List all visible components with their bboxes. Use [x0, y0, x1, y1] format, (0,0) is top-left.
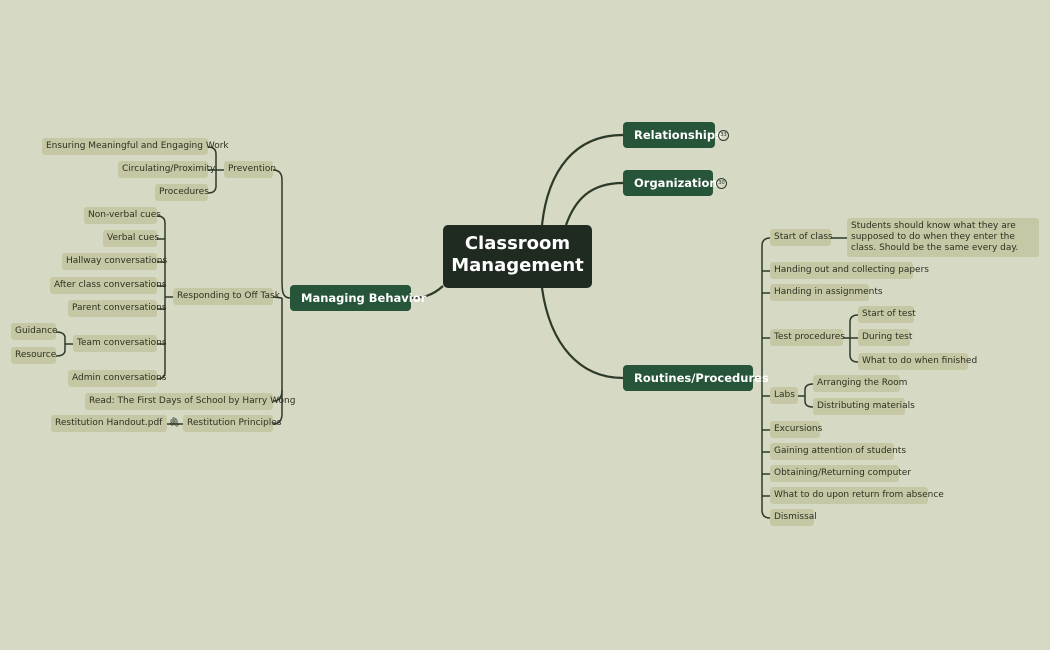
link-meaningful: [207, 146, 217, 170]
central-topic-line1: Classroom: [464, 233, 571, 254]
subtopic-test-procedures[interactable]: Test procedures: [770, 329, 845, 346]
leaf-arranging-the-room[interactable]: Arranging the Room: [813, 375, 907, 392]
central-topic-line2: Management: [451, 255, 584, 276]
start-of-class-description[interactable]: Students should know what they are suppo…: [847, 218, 1039, 257]
leaf-meaningful-work[interactable]: Ensuring Meaningful and Engaging Work: [42, 138, 229, 155]
link-start-test: [849, 314, 859, 338]
link-distributing: [804, 396, 814, 408]
subtopic-handing-in[interactable]: Handing in assignments: [770, 284, 883, 301]
link-organization: [564, 181, 624, 226]
leaf-during-test[interactable]: During test: [858, 329, 912, 346]
subtopic-dismissal[interactable]: Dismissal: [770, 509, 817, 526]
spine-prevention: [272, 169, 291, 299]
spine-routines-up: [761, 237, 771, 378]
collapsed-count-organization[interactable]: 30: [716, 178, 727, 189]
leaf-what-to-do-when-finished[interactable]: What to do when finished: [858, 353, 977, 370]
leaf-verbal-cues[interactable]: Verbal cues: [103, 230, 159, 247]
link-relationships: [540, 133, 624, 226]
leaf-start-of-test[interactable]: Start of test: [858, 306, 916, 323]
link-admin: [156, 297, 166, 380]
subtopic-gaining-attention[interactable]: Gaining attention of students: [770, 443, 906, 460]
leaf-distributing-materials[interactable]: Distributing materials: [813, 398, 915, 415]
subtopic-obtaining-computer[interactable]: Obtaining/Returning computer: [770, 465, 911, 482]
subtopic-excursions[interactable]: Excursions: [770, 421, 822, 438]
leaf-non-verbal-cues[interactable]: Non-verbal cues: [84, 207, 161, 224]
link-routines: [540, 287, 624, 380]
central-topic[interactable]: Classroom Management: [443, 225, 592, 288]
link-nonverbal: [156, 215, 166, 297]
subtopic-off-task[interactable]: Responding to Off Task: [173, 288, 280, 305]
topic-organization[interactable]: Organization: [623, 170, 718, 196]
link-procedures: [207, 170, 217, 194]
link-managing: [410, 285, 444, 300]
link-guidance: [55, 331, 66, 344]
leaf-resource[interactable]: Resource: [11, 347, 56, 364]
subtopic-handing-out[interactable]: Handing out and collecting papers: [770, 262, 929, 279]
subtopic-start-of-class[interactable]: Start of class: [770, 229, 833, 246]
topic-relationships[interactable]: Relationships: [623, 122, 722, 148]
subtopic-restitution[interactable]: Restitution Principles: [183, 415, 282, 432]
leaf-procedures[interactable]: Procedures: [155, 184, 209, 201]
topic-managing-behavior[interactable]: Managing Behavior: [290, 285, 426, 311]
spine-routines-down: [761, 378, 771, 519]
subtopic-prevention[interactable]: Prevention: [224, 161, 276, 178]
leaf-admin-conversations[interactable]: Admin conversations: [68, 370, 166, 387]
subtopic-reading[interactable]: Read: The First Days of School by Harry …: [85, 393, 295, 410]
leaf-team-conversations[interactable]: Team conversations: [73, 335, 167, 352]
spine-restitution: [272, 298, 283, 425]
collapsed-count-relationships[interactable]: 33: [718, 130, 729, 141]
link-finished: [849, 338, 859, 363]
link-resource: [55, 344, 66, 357]
link-reading: [272, 389, 283, 402]
attachment-filename: Restitution Handout.pdf: [55, 418, 163, 428]
paperclip-icon: 🖇: [168, 418, 180, 428]
leaf-guidance[interactable]: Guidance: [11, 323, 58, 340]
leaf-circulating[interactable]: Circulating/Proximity: [118, 161, 215, 178]
subtopic-labs[interactable]: Labs: [770, 387, 798, 404]
subtopic-return-from-absence[interactable]: What to do upon return from absence: [770, 487, 944, 504]
attachment-restitution-handout[interactable]: Restitution Handout.pdf 🖇: [51, 415, 180, 432]
leaf-after-class-conversations[interactable]: After class conversations: [50, 277, 167, 294]
link-off-task: [272, 296, 283, 299]
leaf-hallway-conversations[interactable]: Hallway conversations: [62, 253, 167, 270]
leaf-parent-conversations[interactable]: Parent conversations: [68, 300, 167, 317]
topic-routines[interactable]: Routines/Procedures: [623, 365, 769, 391]
link-arranging: [804, 383, 814, 396]
